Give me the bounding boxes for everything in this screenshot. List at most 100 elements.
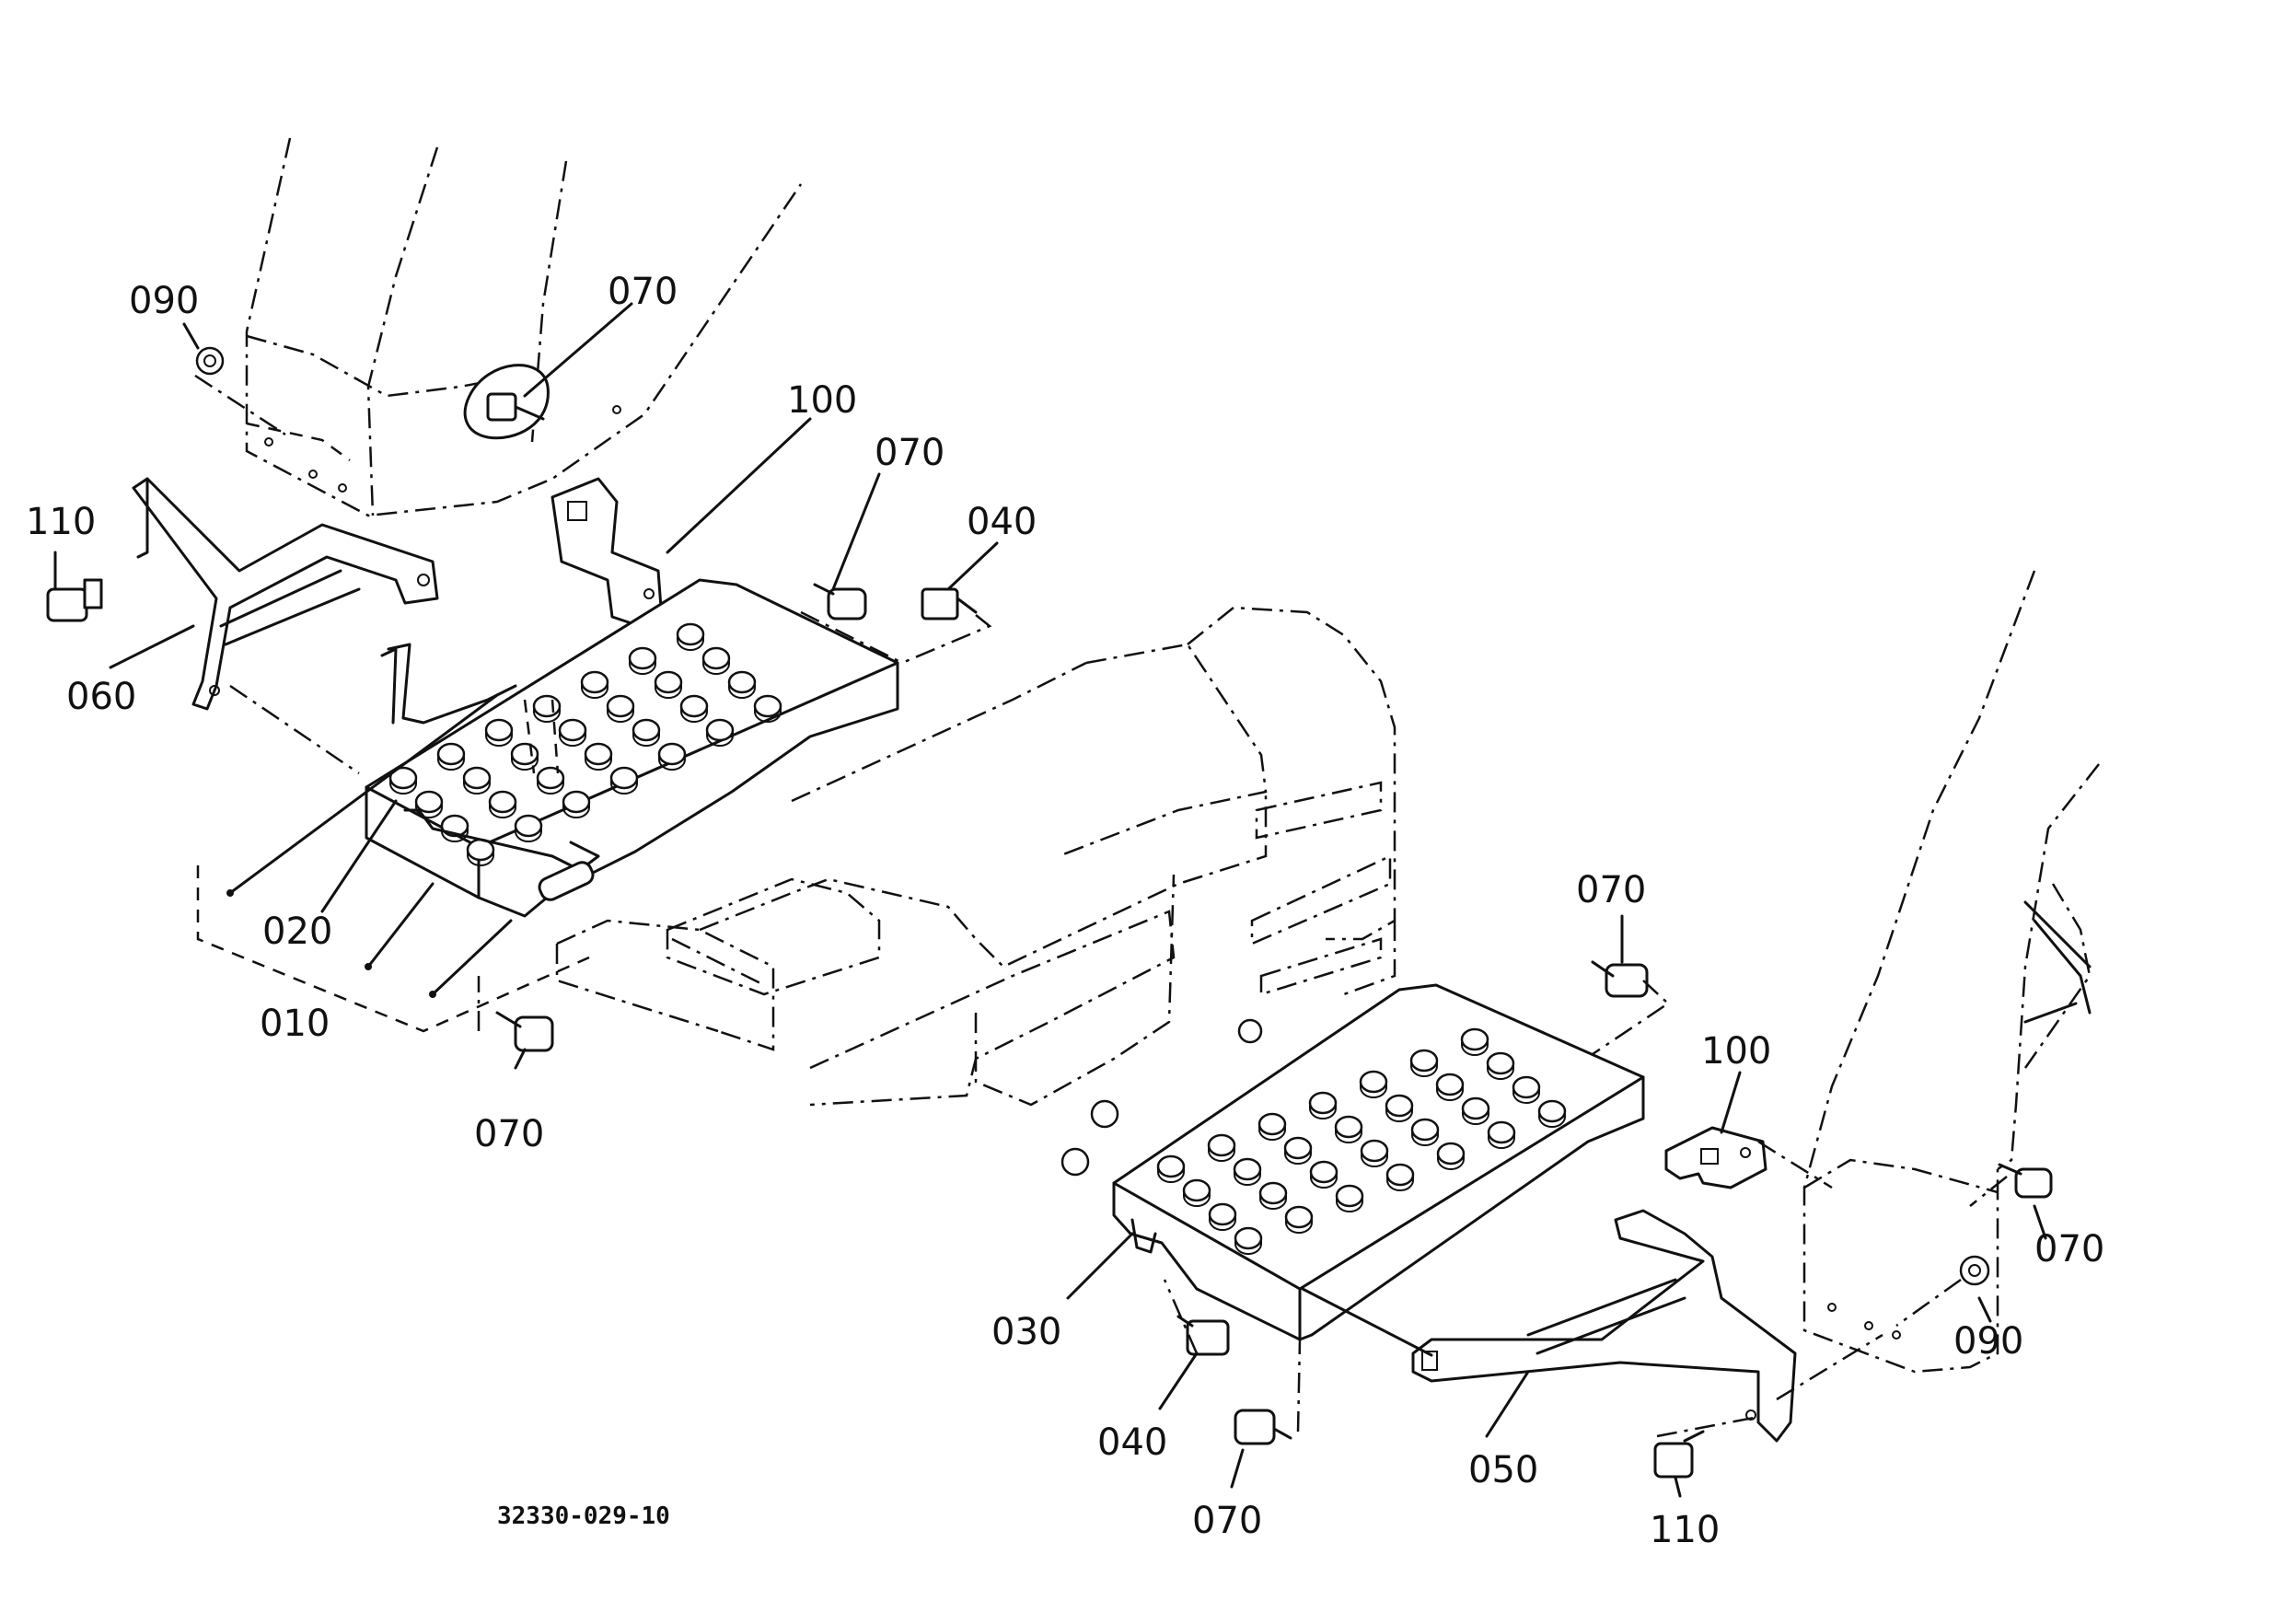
bolt-070-lower-left bbox=[495, 1011, 554, 1052]
label-110-upper-left: 110 bbox=[26, 501, 96, 543]
label-110-bottom: 110 bbox=[1650, 1509, 1720, 1551]
tread-boss bbox=[1309, 1160, 1339, 1184]
label-070-right-top: 070 bbox=[1576, 869, 1646, 911]
tread-boss bbox=[1284, 1205, 1314, 1229]
tread-boss-side bbox=[1386, 1175, 1414, 1191]
tread-boss-side bbox=[655, 682, 682, 699]
left-step-bosses bbox=[388, 622, 782, 866]
tread-boss-side bbox=[607, 706, 634, 723]
tread-boss-side bbox=[702, 658, 730, 675]
bolt-070-far-right bbox=[1998, 1163, 2053, 1199]
right-fender-outline bbox=[1802, 570, 2100, 1374]
right-bracket-100 bbox=[1664, 1126, 1767, 1189]
left-mounting-bracket-060 bbox=[132, 477, 439, 711]
right-step-plate-030 bbox=[1112, 983, 1645, 1341]
tread-boss bbox=[1233, 1157, 1262, 1181]
label-090-upper-left: 090 bbox=[129, 280, 199, 322]
tread-boss bbox=[1460, 1027, 1489, 1051]
tread-boss bbox=[701, 646, 731, 670]
tread-boss-side bbox=[1234, 1169, 1261, 1186]
tread-boss bbox=[484, 718, 514, 742]
tread-boss bbox=[632, 718, 661, 742]
tread-boss bbox=[1257, 1112, 1287, 1136]
tread-boss-side bbox=[559, 730, 586, 747]
tread-boss bbox=[1182, 1178, 1211, 1202]
tread-boss bbox=[1385, 1163, 1415, 1187]
tread-boss bbox=[1208, 1202, 1237, 1226]
tread-boss bbox=[1385, 1094, 1414, 1118]
tread-boss-side bbox=[485, 730, 513, 747]
tread-boss-side bbox=[562, 802, 590, 818]
label-050: 050 bbox=[1468, 1449, 1538, 1491]
label-070-upper-right: 070 bbox=[875, 432, 944, 474]
upper-left-bracket-100 bbox=[550, 477, 663, 628]
label-070-far-right: 070 bbox=[2034, 1228, 2104, 1270]
tread-boss-side bbox=[754, 706, 782, 723]
tread-boss bbox=[1512, 1075, 1541, 1099]
tread-boss-side bbox=[1335, 1127, 1362, 1143]
tread-boss bbox=[676, 622, 705, 646]
tread-boss-side bbox=[1284, 1148, 1312, 1165]
tread-boss-side bbox=[441, 826, 469, 842]
label-060: 060 bbox=[66, 676, 136, 718]
tread-boss bbox=[1487, 1120, 1516, 1144]
tread-boss-side bbox=[1512, 1087, 1540, 1104]
tread-boss-side bbox=[1157, 1166, 1185, 1183]
tread-boss bbox=[679, 694, 709, 718]
tread-boss bbox=[436, 742, 466, 766]
tread-boss-side bbox=[1309, 1103, 1337, 1119]
upper-bolt-070-on-disc bbox=[463, 364, 550, 440]
tread-boss-side bbox=[1259, 1193, 1287, 1210]
tread-boss bbox=[488, 790, 517, 814]
tread-boss bbox=[1435, 1073, 1465, 1096]
tread-boss-side bbox=[1461, 1039, 1489, 1056]
tread-boss-side bbox=[1336, 1196, 1363, 1212]
bolt-070-upper-middle bbox=[813, 583, 867, 621]
tread-boss bbox=[1359, 1070, 1388, 1094]
tread-boss bbox=[1537, 1099, 1567, 1123]
drawing-number: 32330-029-10 bbox=[497, 1502, 670, 1530]
tread-boss bbox=[654, 670, 683, 694]
label-070-upper: 070 bbox=[608, 271, 678, 313]
tread-boss-side bbox=[632, 730, 660, 747]
tread-boss-side bbox=[1234, 1238, 1262, 1255]
tread-boss bbox=[1283, 1136, 1313, 1160]
bolt-070-right-top bbox=[1591, 960, 1649, 998]
label-040-lower: 040 bbox=[1097, 1421, 1167, 1464]
tread-boss bbox=[1461, 1096, 1490, 1120]
tread-boss bbox=[1308, 1091, 1338, 1115]
label-010: 010 bbox=[260, 1003, 330, 1045]
leader-lines bbox=[53, 302, 2047, 1498]
tread-boss-side bbox=[706, 730, 734, 747]
tread-boss-side bbox=[728, 682, 756, 699]
tread-boss bbox=[657, 742, 687, 766]
part-labels: 090 070 100 070 040 110 060 020 010 070 … bbox=[26, 271, 2104, 1551]
bolt-110-upper-left bbox=[46, 578, 103, 622]
washer-center-left bbox=[1060, 1018, 1263, 1177]
tread-boss bbox=[558, 718, 587, 742]
tread-boss bbox=[609, 766, 639, 790]
tread-boss bbox=[1207, 1133, 1236, 1157]
bolt-040-right bbox=[1176, 1315, 1230, 1356]
tread-boss-side bbox=[610, 778, 638, 795]
bolt-090-upper-left bbox=[195, 346, 225, 376]
tread-boss bbox=[532, 694, 562, 718]
bolt-110-right-bottom bbox=[1653, 1430, 1705, 1479]
tread-boss bbox=[628, 646, 657, 670]
tread-boss bbox=[536, 766, 565, 790]
tread-boss-side bbox=[1183, 1190, 1211, 1207]
tread-boss bbox=[1409, 1049, 1439, 1073]
bolt-070-right-bottom bbox=[1234, 1409, 1292, 1445]
tread-boss-side bbox=[533, 706, 561, 723]
tread-boss-side bbox=[515, 826, 542, 842]
label-070-bottom: 070 bbox=[1192, 1500, 1262, 1542]
tread-boss-side bbox=[1258, 1124, 1286, 1141]
tread-boss bbox=[1335, 1184, 1364, 1208]
tread-boss-side bbox=[1285, 1217, 1313, 1234]
tread-boss-side bbox=[489, 802, 516, 818]
tread-boss-side bbox=[1410, 1061, 1438, 1077]
tread-boss bbox=[462, 766, 492, 790]
tread-boss-side bbox=[437, 754, 465, 771]
tread-boss bbox=[1410, 1118, 1440, 1142]
tread-boss-side bbox=[537, 778, 564, 795]
